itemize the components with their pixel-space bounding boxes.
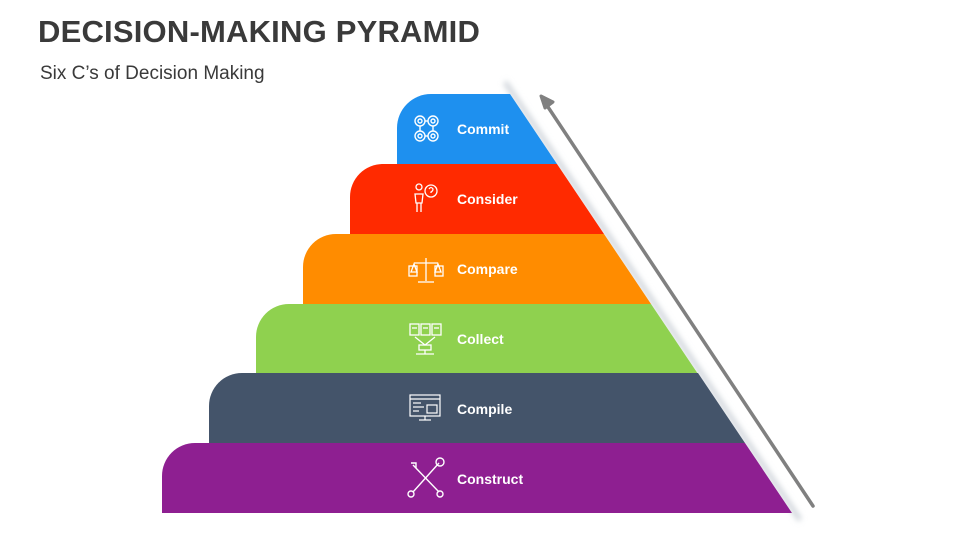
wrench-screwdriver-icon	[407, 457, 445, 498]
network-nodes-icon	[414, 115, 439, 142]
tier-label-commit: Commit	[457, 121, 509, 137]
page-subtitle: Six C’s of Decision Making	[40, 63, 265, 84]
balance-scale-icon	[408, 258, 444, 283]
pyramid-tier-compare: Compare	[303, 234, 651, 304]
pyramid-tier-construct: Construct	[162, 443, 792, 513]
tier-shape	[256, 304, 698, 374]
pyramid-tier-collect: Collect	[256, 304, 698, 374]
documents-collect-icon	[409, 323, 442, 355]
upward-arrow	[539, 94, 815, 508]
pyramid-tier-compile: Compile	[209, 373, 745, 443]
tier-shape	[303, 234, 651, 304]
tier-shape	[209, 373, 745, 443]
tier-label-collect: Collect	[457, 331, 504, 347]
pyramid-tier-consider: Consider	[350, 164, 604, 234]
tier-label-compare: Compare	[457, 261, 518, 277]
tier-shape	[350, 164, 604, 234]
tier-label-construct: Construct	[457, 471, 523, 487]
monitor-code-icon	[409, 394, 441, 421]
page-title: DECISION-MAKING PYRAMID	[38, 14, 481, 49]
tier-shape	[397, 94, 557, 164]
tier-shape	[162, 443, 792, 513]
tier-label-compile: Compile	[457, 401, 512, 417]
tier-label-consider: Consider	[457, 191, 518, 207]
person-question-icon	[414, 183, 438, 212]
pyramid-edge-shadow	[502, 80, 803, 522]
pyramid-tier-commit: Commit	[397, 94, 557, 164]
